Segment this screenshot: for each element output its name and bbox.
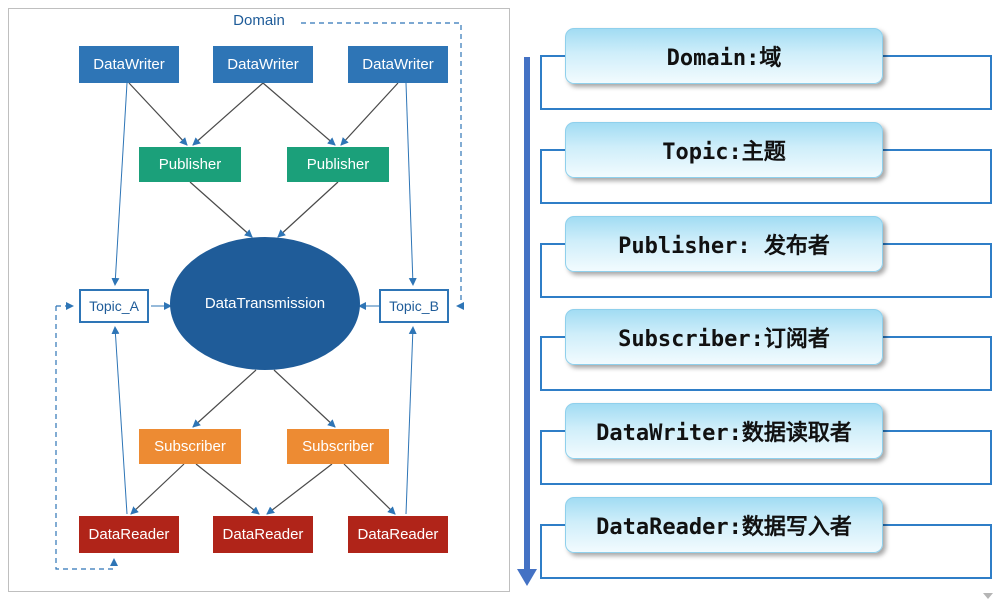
legend-item-chip: DataReader:数据写入者 (565, 497, 883, 553)
legend-item-chip: Subscriber:订阅者 (565, 309, 883, 365)
connector-arrow (195, 463, 260, 515)
connector-arrow (266, 463, 333, 515)
connector-arrow (130, 463, 185, 515)
legend-item-chip: DataWriter:数据读取者 (565, 403, 883, 459)
transmission-subscriber-connectors (192, 369, 336, 428)
subscriber-node-1: Subscriber (139, 429, 241, 464)
writer-topic-connectors (111, 82, 417, 286)
connector-arrow (273, 369, 336, 428)
connector-arrow (405, 326, 417, 515)
connector-arrow (189, 181, 253, 238)
connector-arrow (192, 369, 257, 428)
connector-arrow (128, 82, 188, 146)
datawriter-node-3: DataWriter (348, 46, 448, 83)
data-transmission-node: DataTransmission (170, 237, 360, 370)
subscriber-node-2: Subscriber (287, 429, 389, 464)
legend-item-chip: Domain:域 (565, 28, 883, 84)
domain-boundary-left (55, 306, 118, 570)
subscriber-reader-connectors (130, 463, 396, 515)
legend-item-subscriber: Subscriber:订阅者 (540, 309, 992, 403)
legend-vertical-arrow-head (517, 569, 537, 586)
connector-arrow (111, 326, 128, 515)
scroll-artifact-icon (983, 593, 993, 599)
domain-label: Domain (233, 12, 285, 29)
legend-item-publisher: Publisher: 发布者 (540, 216, 992, 310)
legend-item-chip: Publisher: 发布者 (565, 216, 883, 272)
datawriter-node-2: DataWriter (213, 46, 313, 83)
connector-arrow (340, 82, 399, 146)
legend-item-topic: Topic:主题 (540, 122, 992, 216)
connector-arrow (262, 82, 336, 146)
legend-item-datawriter: DataWriter:数据读取者 (540, 403, 992, 497)
connector-arrow (192, 82, 264, 146)
connector-arrow (277, 181, 339, 238)
diagram-connectors (55, 22, 464, 570)
publisher-node-2: Publisher (287, 147, 389, 182)
publisher-node-1: Publisher (139, 147, 241, 182)
legend-item-label: DataReader:数据写入者 (596, 515, 852, 540)
connector-arrow (405, 82, 417, 286)
legend-item-chip: Topic:主题 (565, 122, 883, 178)
legend-item-label: DataWriter:数据读取者 (596, 421, 852, 446)
datareader-node-1: DataReader (79, 516, 179, 553)
writer-publisher-connectors (128, 82, 399, 146)
topic-b-node: Topic_B (379, 289, 449, 323)
connector-arrow (343, 463, 396, 515)
legend-item-label: Publisher: 发布者 (618, 234, 830, 259)
datawriter-node-1: DataWriter (79, 46, 179, 83)
legend-item-domain: Domain:域 (540, 28, 992, 122)
publisher-transmission-connectors (189, 181, 339, 238)
diagram-panel: Domain DataWriter DataWriter DataWriter … (8, 8, 510, 592)
datareader-node-2: DataReader (213, 516, 313, 553)
domain-boundary-dashed (55, 22, 464, 570)
reader-topic-connectors (111, 326, 417, 515)
domain-boundary-right (301, 22, 464, 310)
legend-item-label: Domain:域 (666, 46, 782, 71)
legend-item-datareader: DataReader:数据写入者 (540, 497, 992, 591)
connector-arrow (111, 82, 128, 286)
legend: Domain:域 Topic:主题 Publisher: 发布者 Subscri… (540, 0, 995, 601)
topic-a-node: Topic_A (79, 289, 149, 323)
legend-item-label: Subscriber:订阅者 (618, 327, 830, 352)
datareader-node-3: DataReader (348, 516, 448, 553)
legend-vertical-arrow-line (524, 57, 530, 569)
legend-item-label: Topic:主题 (662, 140, 786, 165)
